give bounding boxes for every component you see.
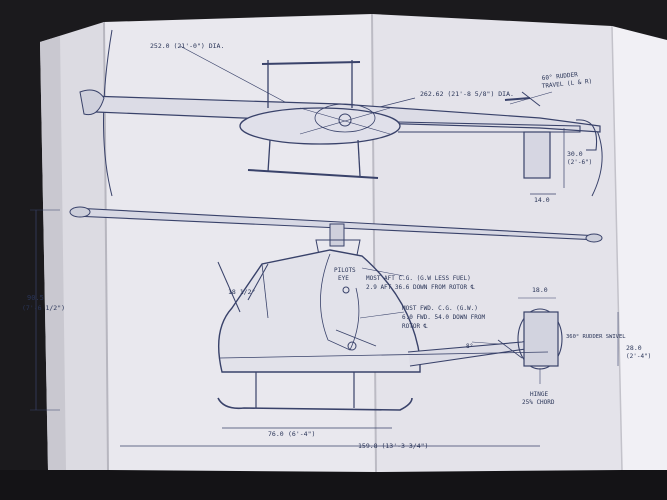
most-fwd-cg-label-2: 6.0 FWD. 54.0 DOWN FROM: [402, 314, 485, 321]
skid-length-ft-label: (6'-4"): [288, 430, 315, 438]
rudder-width-label: 18.0: [532, 286, 548, 294]
angle-label: 18 1/2°: [228, 288, 255, 296]
table-edge: [0, 470, 667, 500]
annotations: 252.0 (21'-0") DIA. 262.62 (21'-8 5/8") …: [22, 42, 651, 450]
rudder-travel-label-1: 60° RUDDER: [541, 71, 578, 82]
cg-marker-fwd: [347, 341, 357, 351]
cg-marker-aft: [342, 286, 350, 294]
tail-angle-label: 8°: [466, 343, 473, 350]
hinge-label-2: 25% CHORD: [522, 399, 555, 406]
rotor-mast: [329, 223, 345, 247]
tail-height-label: 30.0: [567, 150, 583, 158]
rudder-side: [523, 311, 559, 367]
rotor-hub-top: [338, 113, 352, 127]
hinge-label-1: HINGE: [530, 391, 548, 398]
rudder-swivel-label: 360° RUDDER SWIVEL: [566, 334, 626, 340]
overall-height-label: 90.5: [27, 294, 44, 302]
overall-length-label: 159.8 (13'-3 3/4"): [358, 442, 428, 450]
tail-boom-top: [397, 121, 581, 133]
tail-height-ft-label: (2'-6"): [567, 159, 592, 166]
most-fwd-cg-label-1: MOST FWD. C.G. (G.W.): [402, 305, 478, 312]
top-view: [79, 29, 603, 197]
rudder-height-label: 28.0: [626, 344, 642, 352]
rudder-top-view: [523, 131, 551, 179]
most-fwd-cg-label-3: ROTOR ℄: [402, 323, 428, 330]
cabin-side-outline: [217, 249, 421, 373]
pilots-eye-label-1: PILOTS: [334, 267, 356, 274]
overall-height-ft-label: (7'-6 1/2"): [22, 304, 65, 312]
paper-right-flap: [612, 26, 667, 470]
tail-rotor-diameter-label: 262.62 (21'-8 5/8") DIA.: [420, 90, 514, 98]
rotor-diameter-arc: [103, 29, 113, 197]
side-view: [30, 206, 619, 447]
rudder-height-ft-label: (2'-4"): [626, 353, 651, 360]
skid-length-label: 76.0: [268, 430, 284, 438]
most-aft-cg-label-2: 2.9 AFT 36.6 DOWN FROM ROTOR ℄: [366, 284, 475, 291]
tail-width-label: 14.0: [534, 196, 550, 204]
landing-skid: [217, 397, 413, 411]
skid-right-top: [247, 169, 379, 179]
paper-fold: [371, 13, 377, 473]
most-aft-cg-label-1: MOST AFT C.G. (G.W LESS FUEL): [366, 275, 471, 282]
rotor-diameter-label: 252.0 (21'-0") DIA.: [150, 42, 224, 50]
pilot-seat: [320, 253, 360, 351]
skid-left-top: [261, 61, 361, 65]
pilots-eye-label-2: EYE: [338, 275, 349, 282]
